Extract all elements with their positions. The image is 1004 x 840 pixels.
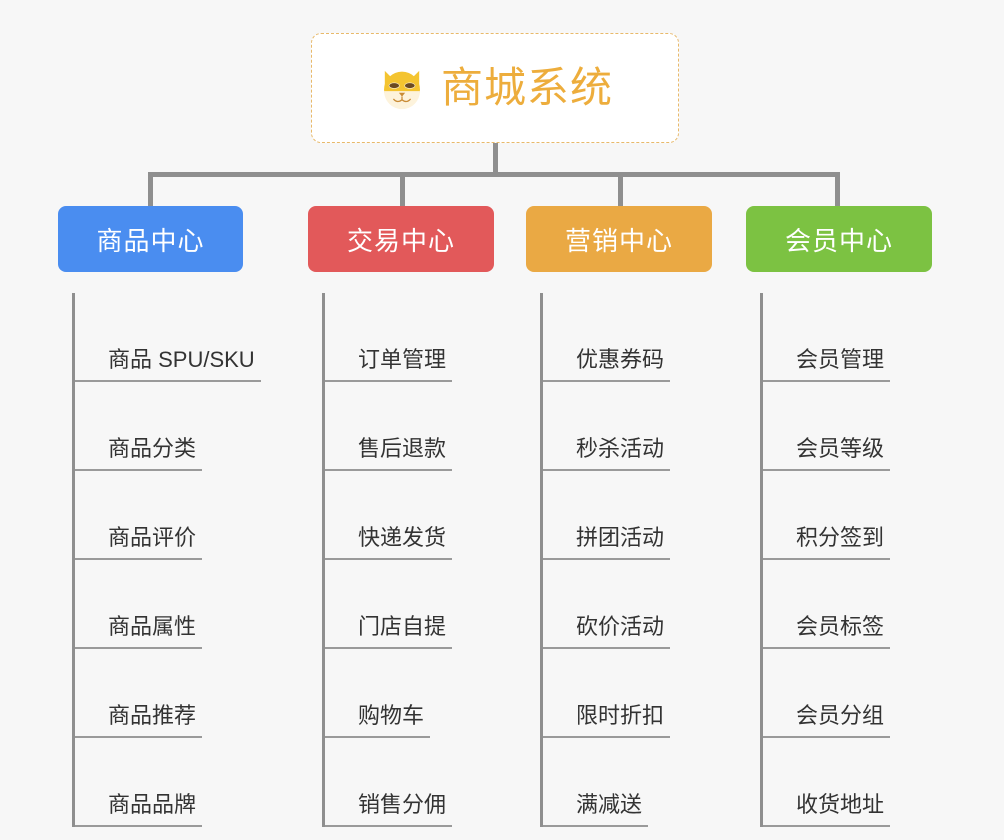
connector-bus <box>148 172 840 177</box>
connector-drop-1 <box>148 172 153 206</box>
list-item[interactable]: 优惠券码 <box>543 293 750 382</box>
category-column-product: 商品中心 商品 SPU/SKU 商品分类 商品评价 商品属性 商品推荐 商品品牌 <box>58 206 282 827</box>
category-header-trade[interactable]: 交易中心 <box>308 206 494 272</box>
leaf-label: 商品分类 <box>75 438 203 471</box>
list-item[interactable]: 销售分佣 <box>325 738 532 827</box>
category-header-product[interactable]: 商品中心 <box>58 206 243 272</box>
leaf-label: 会员分组 <box>763 705 891 738</box>
connector-drop-3 <box>618 172 623 206</box>
leaf-label: 限时折扣 <box>543 705 671 738</box>
leaf-label: 商品 SPU/SKU <box>75 349 261 382</box>
shiba-inu-icon <box>384 70 420 110</box>
leaf-label: 订单管理 <box>325 349 453 382</box>
category-header-label: 商品中心 <box>96 225 205 256</box>
list-item[interactable]: 快递发货 <box>325 471 532 560</box>
list-item[interactable]: 商品属性 <box>75 560 282 649</box>
leaf-list-member: 会员管理 会员等级 积分签到 会员标签 会员分组 收货地址 <box>760 293 970 827</box>
leaf-label: 商品属性 <box>75 616 203 649</box>
category-header-marketing[interactable]: 营销中心 <box>526 206 712 272</box>
leaf-label: 拼团活动 <box>543 527 671 560</box>
leaf-label: 商品品牌 <box>75 794 203 827</box>
leaf-list-marketing: 优惠券码 秒杀活动 拼团活动 砍价活动 限时折扣 满减送 <box>540 293 750 827</box>
category-column-trade: 交易中心 订单管理 售后退款 快递发货 门店自提 购物车 销售分佣 <box>308 206 532 827</box>
leaf-label: 满减送 <box>543 794 649 827</box>
category-header-label: 营销中心 <box>564 225 673 256</box>
leaf-label: 售后退款 <box>325 438 453 471</box>
leaf-label: 积分签到 <box>763 527 891 560</box>
list-item[interactable]: 限时折扣 <box>543 649 750 738</box>
connector-drop-4 <box>835 172 840 206</box>
leaf-label: 会员等级 <box>763 438 891 471</box>
category-header-member[interactable]: 会员中心 <box>746 206 932 272</box>
leaf-label: 购物车 <box>325 705 431 738</box>
leaf-label: 快递发货 <box>325 527 453 560</box>
leaf-label: 砍价活动 <box>543 616 671 649</box>
list-item[interactable]: 会员标签 <box>763 560 970 649</box>
leaf-label: 商品推荐 <box>75 705 203 738</box>
leaf-label: 优惠券码 <box>543 349 671 382</box>
leaf-label: 会员管理 <box>763 349 891 382</box>
list-item[interactable]: 商品品牌 <box>75 738 282 827</box>
list-item[interactable]: 满减送 <box>543 738 750 827</box>
root-title: 商城系统 <box>440 64 613 111</box>
list-item[interactable]: 商品分类 <box>75 382 282 471</box>
list-item[interactable]: 商品 SPU/SKU <box>75 293 282 382</box>
connector-drop-2 <box>400 172 405 206</box>
list-item[interactable]: 商品推荐 <box>75 649 282 738</box>
list-item[interactable]: 售后退款 <box>325 382 532 471</box>
list-item[interactable]: 砍价活动 <box>543 560 750 649</box>
list-item[interactable]: 订单管理 <box>325 293 532 382</box>
leaf-label: 秒杀活动 <box>543 438 671 471</box>
list-item[interactable]: 积分签到 <box>763 471 970 560</box>
list-item[interactable]: 购物车 <box>325 649 532 738</box>
list-item[interactable]: 会员等级 <box>763 382 970 471</box>
category-header-label: 会员中心 <box>784 225 893 256</box>
leaf-label: 销售分佣 <box>325 794 453 827</box>
category-header-label: 交易中心 <box>346 225 455 256</box>
list-item[interactable]: 拼团活动 <box>543 471 750 560</box>
leaf-list-trade: 订单管理 售后退款 快递发货 门店自提 购物车 销售分佣 <box>322 293 532 827</box>
list-item[interactable]: 会员分组 <box>763 649 970 738</box>
list-item[interactable]: 商品评价 <box>75 471 282 560</box>
leaf-label: 商品评价 <box>75 527 203 560</box>
list-item[interactable]: 会员管理 <box>763 293 970 382</box>
list-item[interactable]: 门店自提 <box>325 560 532 649</box>
leaf-list-product: 商品 SPU/SKU 商品分类 商品评价 商品属性 商品推荐 商品品牌 <box>72 293 282 827</box>
leaf-label: 会员标签 <box>763 616 891 649</box>
category-column-member: 会员中心 会员管理 会员等级 积分签到 会员标签 会员分组 收货地址 <box>746 206 970 827</box>
connector-stem <box>493 143 498 175</box>
leaf-label: 收货地址 <box>763 794 891 827</box>
list-item[interactable]: 秒杀活动 <box>543 382 750 471</box>
leaf-label: 门店自提 <box>325 616 453 649</box>
root-node[interactable]: 商城系统 <box>311 33 679 143</box>
list-item[interactable]: 收货地址 <box>763 738 970 827</box>
category-column-marketing: 营销中心 优惠券码 秒杀活动 拼团活动 砍价活动 限时折扣 满减送 <box>526 206 750 827</box>
